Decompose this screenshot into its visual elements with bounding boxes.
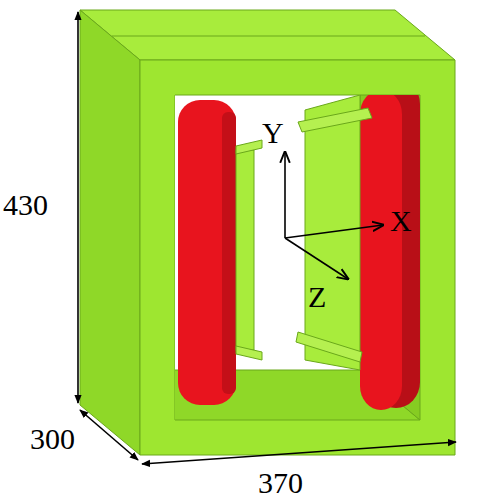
- dimension-label: 430: [3, 190, 48, 220]
- y-axis: [284, 152, 286, 238]
- width-dimension: [142, 442, 456, 464]
- right-pole-flange: [298, 108, 372, 132]
- yoke-top-face: [80, 10, 455, 60]
- depth-dimension: [80, 410, 138, 460]
- axis-label: X: [390, 206, 412, 236]
- right-pole-flange: [296, 332, 362, 362]
- axis-label: Y: [262, 118, 284, 148]
- left-pole-flange: [236, 346, 262, 360]
- yoke-left-face: [80, 10, 140, 455]
- right-coil: [360, 95, 402, 410]
- left-pole-piece: [236, 150, 254, 350]
- height-dimension: [77, 12, 79, 403]
- yoke-seam: [112, 36, 425, 37]
- dimension-label: 370: [258, 468, 303, 498]
- left-coil-side: [222, 112, 236, 394]
- dimension-label: 300: [30, 424, 75, 454]
- axis-label: Z: [308, 282, 326, 312]
- z-axis: [285, 238, 348, 279]
- yoke-inner-right-wall: [360, 95, 420, 420]
- x-axis: [285, 225, 383, 238]
- left-pole-flange: [236, 140, 262, 154]
- left-coil: [178, 100, 236, 405]
